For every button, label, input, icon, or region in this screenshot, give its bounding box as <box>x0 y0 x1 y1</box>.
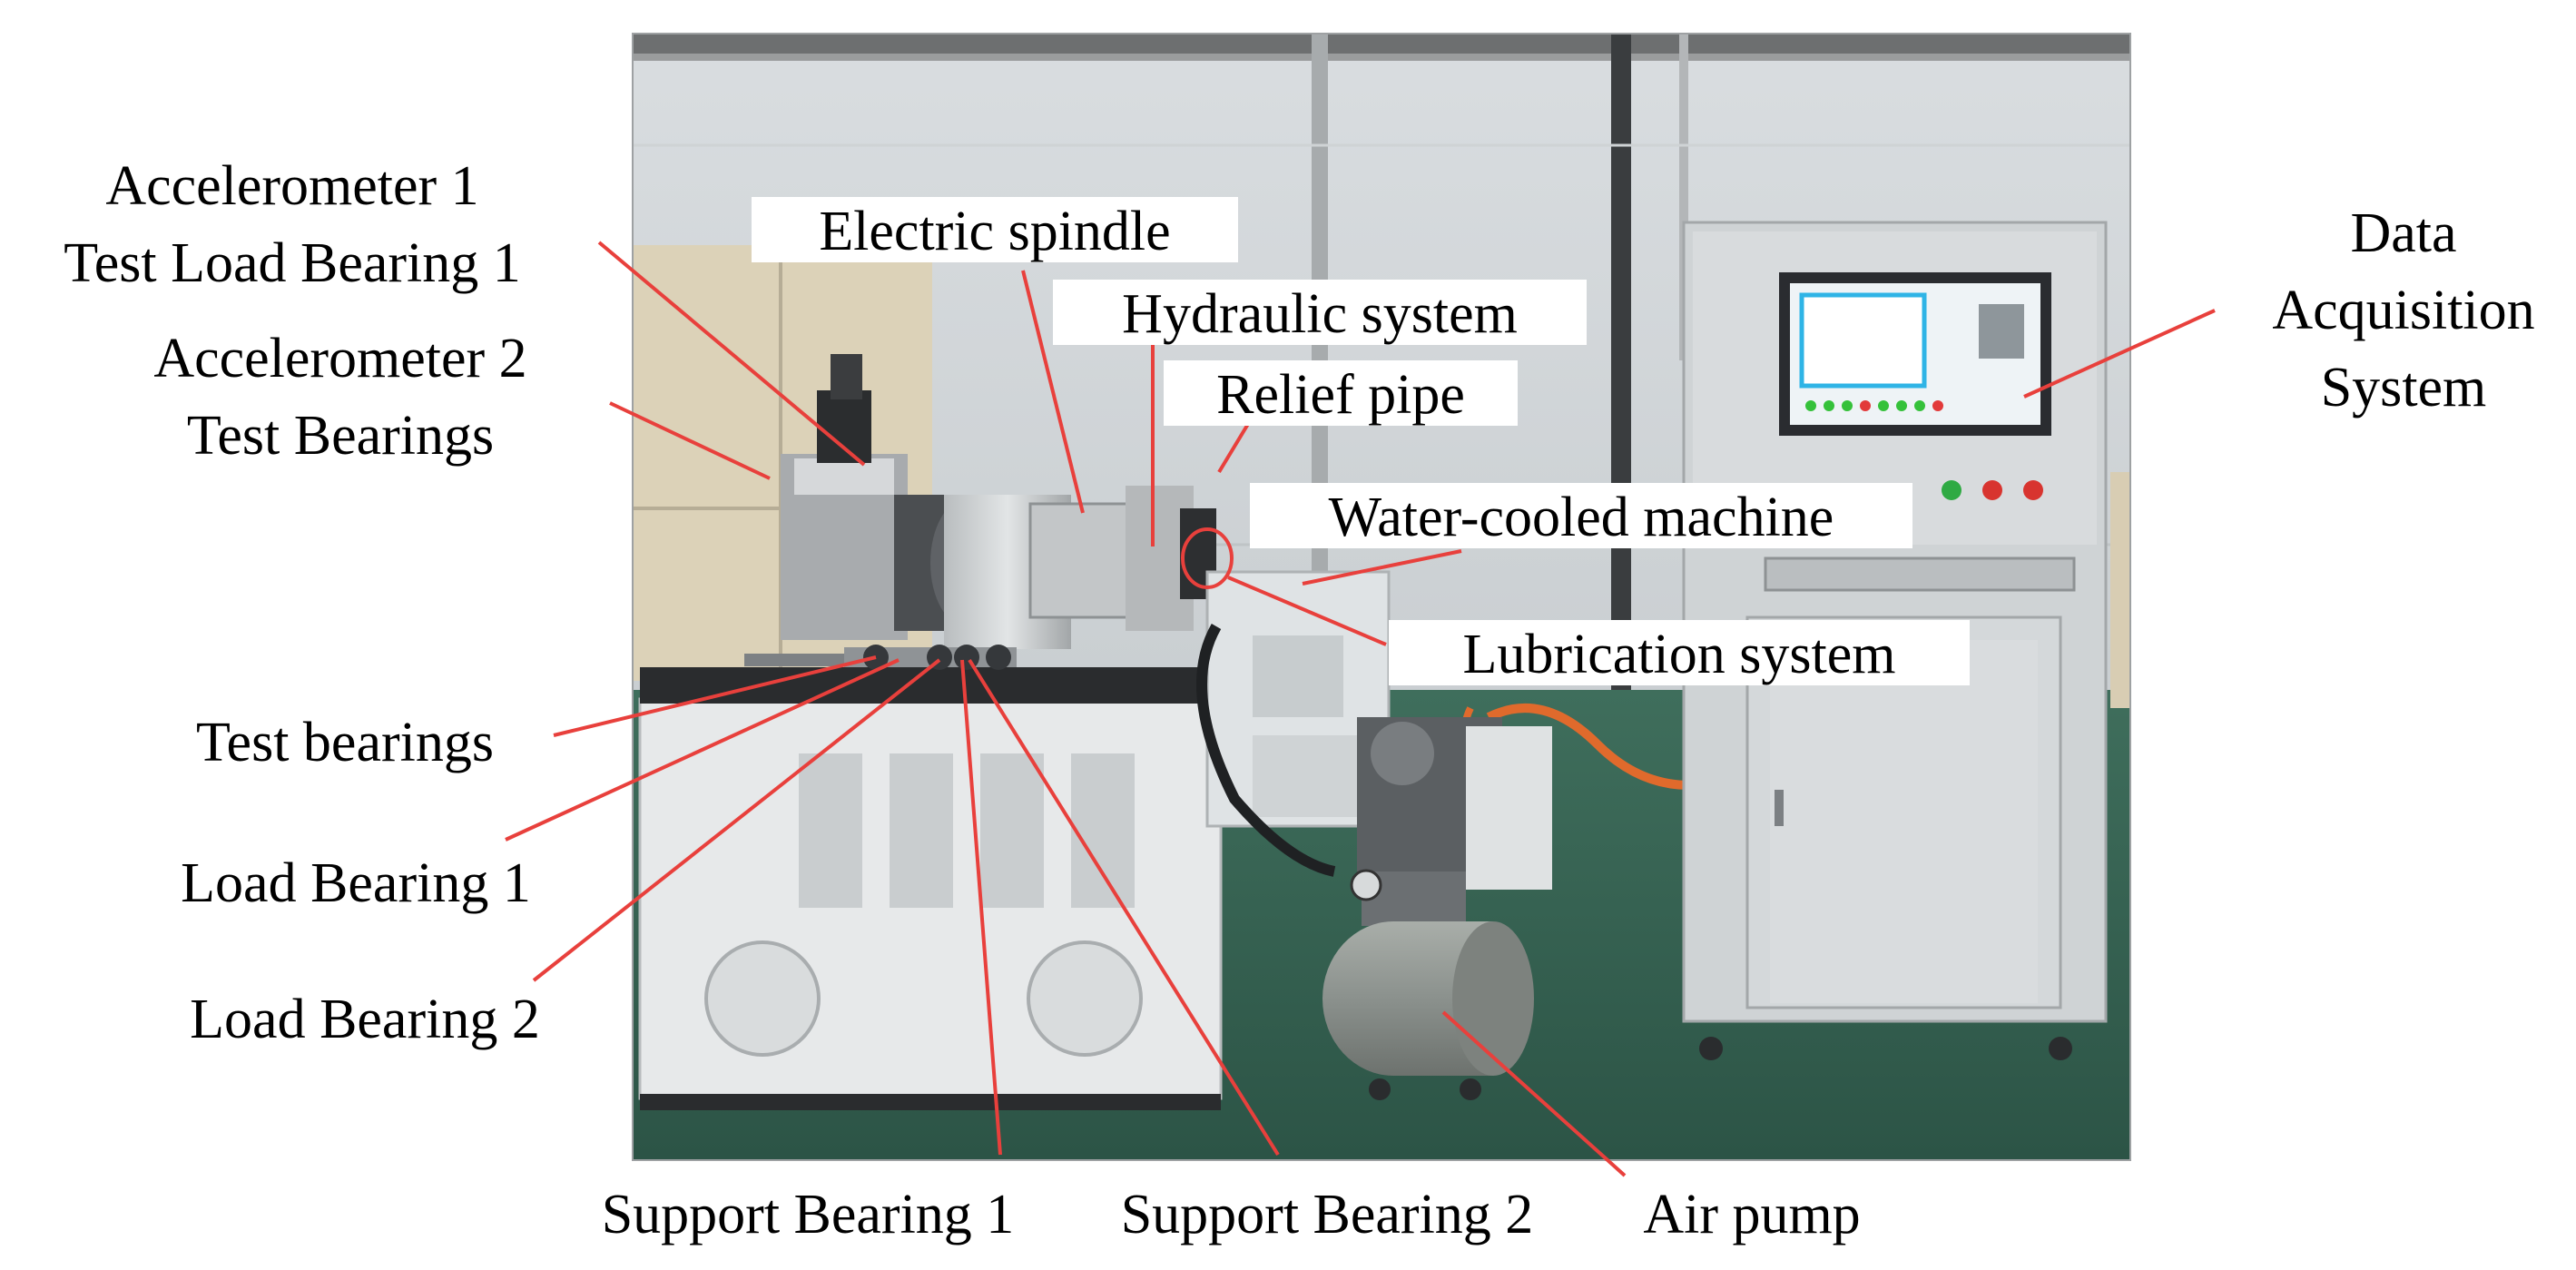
leader-line-accelerometer-2 <box>609 401 771 480</box>
photo-frame <box>632 33 2131 1161</box>
label-boxes <box>752 197 1970 685</box>
leader-line-accelerometer-1 <box>597 241 866 467</box>
label-air-pump: Air pump <box>1643 1184 1860 1245</box>
leader-line-data-acquisition <box>2023 309 2216 399</box>
label-load-bearing-1: Load Bearing 1 <box>181 852 531 914</box>
leader-line-air-pump <box>1441 1010 1627 1177</box>
label-hydraulic-system: Hydraulic system <box>1122 283 1518 345</box>
label-relief-pipe: Relief pipe <box>1216 364 1465 426</box>
ceiling-rail <box>633 34 2130 54</box>
label-box-hydraulic-system <box>1053 280 1587 345</box>
test-rig-photo <box>632 33 2131 1161</box>
label-test-bearings-upper: Test Bearings <box>187 405 494 467</box>
leader-line-electric-spindle <box>1021 270 1085 514</box>
keyboard-tray <box>1764 556 2076 592</box>
label-accelerometer-2: Accelerometer 2 <box>153 328 526 389</box>
label-accelerometer-1: Accelerometer 1 <box>105 155 478 217</box>
leader-line-load-bearing-1 <box>505 658 900 842</box>
label-water-cooled-machine: Water-cooled machine <box>1329 487 1834 548</box>
bench-port-left <box>704 940 821 1057</box>
label-lubrication-system: Lubrication system <box>1463 624 1896 685</box>
label-test-load-bearing-1: Test Load Bearing 1 <box>64 232 521 294</box>
label-data-acquisition-line3: System <box>2321 357 2487 418</box>
leader-line-relief-pipe <box>1217 422 1250 474</box>
labels: Accelerometer 1 Test Load Bearing 1 Acce… <box>64 155 2534 1245</box>
air-pump-unit <box>1322 717 1552 1100</box>
data-acquisition-cabinet <box>1682 221 2108 1060</box>
leader-line-water-cooled-machine <box>1302 549 1462 586</box>
label-test-bearings-lower: Test bearings <box>196 712 494 773</box>
label-box-water-cooled-machine <box>1250 483 1912 548</box>
label-box-lubrication-system <box>1389 620 1970 685</box>
bench-port-right <box>1027 940 1143 1057</box>
label-box-relief-pipe <box>1164 360 1518 426</box>
lubrication-highlight-circle <box>1181 527 1234 589</box>
label-box-electric-spindle <box>752 197 1238 262</box>
leader-line-support-bearing-1 <box>960 659 1002 1156</box>
label-data-acquisition-line1: Data <box>2350 202 2456 264</box>
leader-line-load-bearing-2 <box>532 658 941 982</box>
leader-line-support-bearing-2 <box>968 658 1280 1157</box>
label-electric-spindle: Electric spindle <box>819 201 1170 262</box>
label-load-bearing-2: Load Bearing 2 <box>190 989 540 1050</box>
leader-lines <box>505 241 2216 1177</box>
label-data-acquisition-line2: Acquisition <box>2272 280 2534 341</box>
label-support-bearing-2: Support Bearing 2 <box>1121 1184 1534 1245</box>
label-support-bearing-1: Support Bearing 1 <box>602 1184 1015 1245</box>
leader-line-lubrication-system <box>1227 576 1387 646</box>
leader-line-test-bearings <box>553 655 877 737</box>
